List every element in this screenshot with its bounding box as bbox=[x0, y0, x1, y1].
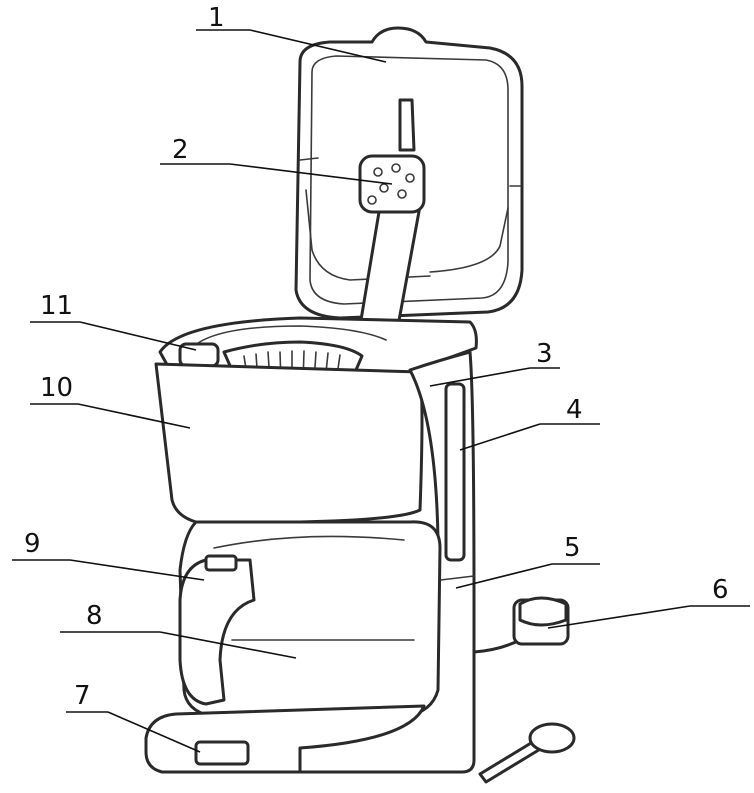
callout-leaders bbox=[12, 29, 750, 753]
callout-7: 7 bbox=[74, 681, 91, 711]
callout-1: 1 bbox=[208, 3, 225, 33]
brew-basket-cover bbox=[154, 362, 424, 524]
callout-3: 3 bbox=[536, 339, 553, 369]
callout-11: 11 bbox=[40, 291, 73, 321]
callout-4: 4 bbox=[566, 395, 583, 425]
water-level-window bbox=[444, 382, 466, 562]
power-cord bbox=[472, 596, 570, 654]
callout-6: 6 bbox=[712, 575, 729, 605]
base bbox=[144, 704, 426, 774]
callout-9: 9 bbox=[24, 529, 41, 559]
carafe bbox=[178, 520, 442, 718]
callout-10: 10 bbox=[40, 373, 73, 403]
measuring-scoop bbox=[478, 722, 576, 784]
callout-2: 2 bbox=[172, 135, 189, 165]
callout-8: 8 bbox=[86, 601, 103, 631]
callout-labels: 1 2 3 4 5 6 7 8 9 10 11 bbox=[24, 3, 729, 711]
callout-5: 5 bbox=[564, 533, 581, 563]
